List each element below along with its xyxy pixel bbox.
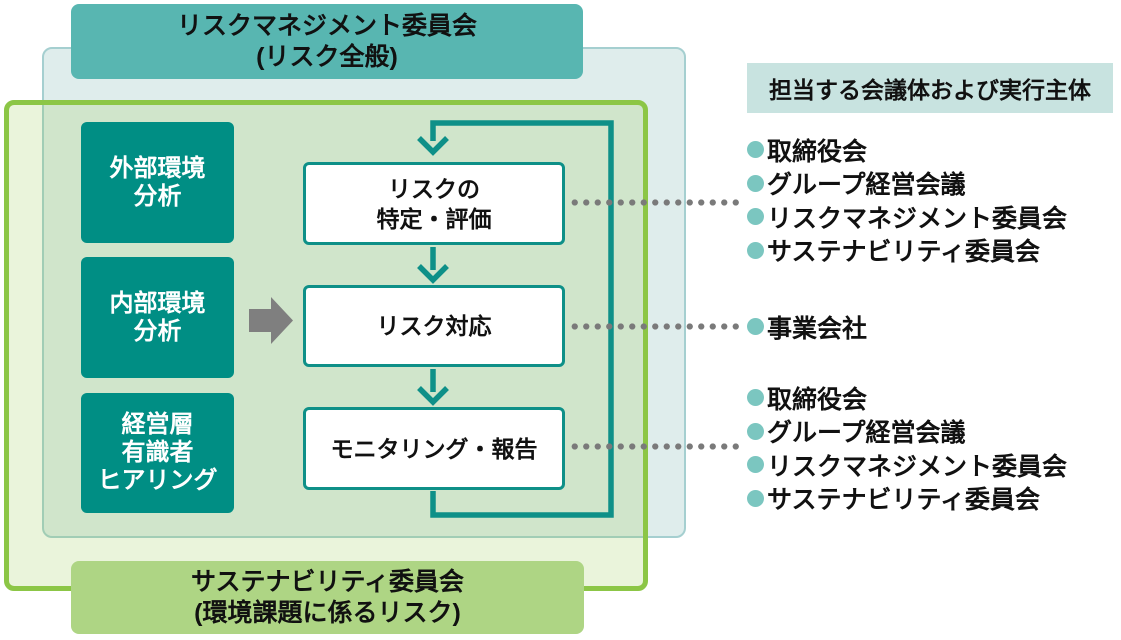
bullet-icon	[747, 456, 764, 474]
owner-label: グループ経営会議	[767, 419, 966, 448]
connector-dotted-1	[569, 199, 741, 206]
bullet-icon	[747, 422, 764, 440]
owner-item: 取締役会	[747, 381, 1067, 415]
owner-label: 取締役会	[767, 385, 868, 414]
bullet-icon	[747, 174, 764, 192]
step-box-risk-response: リスク対応	[303, 285, 565, 367]
owner-item: リスクマネジメント委員会	[747, 200, 1067, 234]
owner-item: 取締役会	[747, 133, 1067, 167]
owner-item: サステナビリティ委員会	[747, 234, 1067, 268]
input-box-internal-analysis: 内部環境 分析	[81, 257, 234, 378]
owner-label: リスクマネジメント委員会	[767, 204, 1068, 233]
owner-label: 取締役会	[767, 137, 868, 166]
step-box-risk-identification: リスクの 特定・評価	[303, 162, 565, 245]
bullet-icon	[747, 489, 764, 507]
owner-label: リスクマネジメント委員会	[767, 452, 1068, 481]
connector-dotted-2	[569, 323, 741, 330]
bullet-icon	[747, 318, 764, 336]
owner-item: グループ経営会議	[747, 167, 1067, 201]
owner-item: 事業会社	[747, 310, 867, 344]
owner-label: 事業会社	[767, 314, 868, 343]
owner-label: サステナビリティ委員会	[767, 486, 1041, 515]
owner-label: サステナビリティ委員会	[767, 238, 1041, 267]
input-box-external-analysis: 外部環境 分析	[81, 122, 234, 243]
bullet-icon	[747, 389, 764, 407]
connector-dotted-3	[569, 443, 741, 450]
bullet-icon	[747, 208, 764, 226]
bullet-icon	[747, 241, 764, 259]
step-box-monitoring-report: モニタリング・報告	[303, 407, 565, 490]
owner-list-risk-response: 事業会社	[747, 310, 867, 344]
owner-item: サステナビリティ委員会	[747, 482, 1067, 516]
input-box-management-hearing: 経営層 有識者 ヒアリング	[81, 393, 234, 513]
owner-list-monitoring: 取締役会 グループ経営会議 リスクマネジメント委員会 サステナビリティ委員会	[747, 381, 1067, 515]
bullet-icon	[747, 141, 764, 159]
owner-item: グループ経営会議	[747, 415, 1067, 449]
owner-label: グループ経営会議	[767, 171, 966, 200]
responsible-bodies-header: 担当する会議体および実行主体	[747, 63, 1113, 113]
risk-management-committee-header: リスクマネジメント委員会 (リスク全般)	[71, 4, 583, 79]
owner-item: リスクマネジメント委員会	[747, 448, 1067, 482]
sustainability-committee-header: サステナビリティ委員会 (環境課題に係るリスク)	[71, 561, 584, 634]
owner-list-risk-identification: 取締役会 グループ経営会議 リスクマネジメント委員会 サステナビリティ委員会	[747, 133, 1067, 267]
